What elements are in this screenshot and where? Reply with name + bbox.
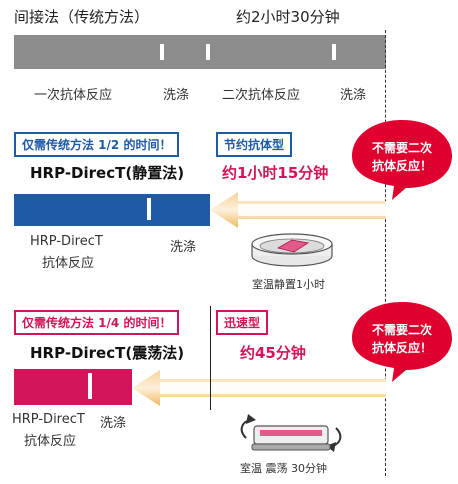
shake-wash-label: 洗涤 <box>100 416 127 431</box>
shake-bubble-line2: 抗体反应！ <box>371 341 432 355</box>
timeline-separator <box>332 44 336 60</box>
time-saved-arrow-icon <box>132 370 386 406</box>
static-bar-label-line1: HRP-DirecT <box>30 234 103 249</box>
static-timeline-bar <box>14 194 210 226</box>
timeline-separator <box>88 373 92 399</box>
label-secondary-antibody: 二次抗体反应 <box>222 88 301 103</box>
static-device-caption: 室温静置1小时 <box>252 278 325 291</box>
shake-bubble-line1: 不需要二次 <box>371 323 432 337</box>
shake-method-title: HRP-DirecT(震荡法) <box>30 344 185 362</box>
speech-bubble-icon <box>352 302 452 382</box>
shake-time-note: 仅需传统方法 1/4 的时间！ <box>14 310 180 335</box>
step-divider-line <box>210 306 211 410</box>
conventional-timeline-bar <box>14 35 386 69</box>
static-bar-label-line2: 抗体反应 <box>42 256 95 271</box>
static-method-time: 约1小时15分钟 <box>222 164 329 182</box>
static-type-tag: 节约抗体型 <box>216 132 293 157</box>
time-saved-arrow-icon <box>210 192 386 228</box>
static-time-note: 仅需传统方法 1/2 的时间！ <box>14 132 180 157</box>
conventional-time: 约2小时30分钟 <box>236 8 340 26</box>
label-wash-1: 洗涤 <box>163 88 190 103</box>
static-method-title: HRP-DirecT(静置法) <box>30 164 185 182</box>
shake-type-tag: 迅速型 <box>216 310 269 335</box>
shake-device-caption: 室温 震荡 30分钟 <box>240 462 327 475</box>
speech-bubble-icon <box>352 120 452 200</box>
shake-bar-label-line1: HRP-DirecT <box>12 412 85 427</box>
petri-dish-icon <box>251 233 333 267</box>
timeline-separator <box>206 44 210 60</box>
shake-bar-label-line2: 抗体反应 <box>24 434 77 449</box>
shaking-tray-icon <box>240 414 342 452</box>
static-bubble-line2: 抗体反应！ <box>371 159 432 173</box>
static-wash-label: 洗涤 <box>170 240 197 255</box>
timeline-separator <box>147 198 151 220</box>
label-primary-antibody: 一次抗体反应 <box>34 88 113 103</box>
conventional-method-title: 间接法（传统方法） <box>14 8 150 26</box>
time-reference-line <box>385 30 386 476</box>
static-bubble-line1: 不需要二次 <box>371 141 432 155</box>
label-wash-2: 洗涤 <box>340 88 367 103</box>
timeline-separator <box>160 44 164 60</box>
shake-timeline-bar <box>14 369 132 405</box>
shake-method-time: 约45分钟 <box>240 344 306 362</box>
